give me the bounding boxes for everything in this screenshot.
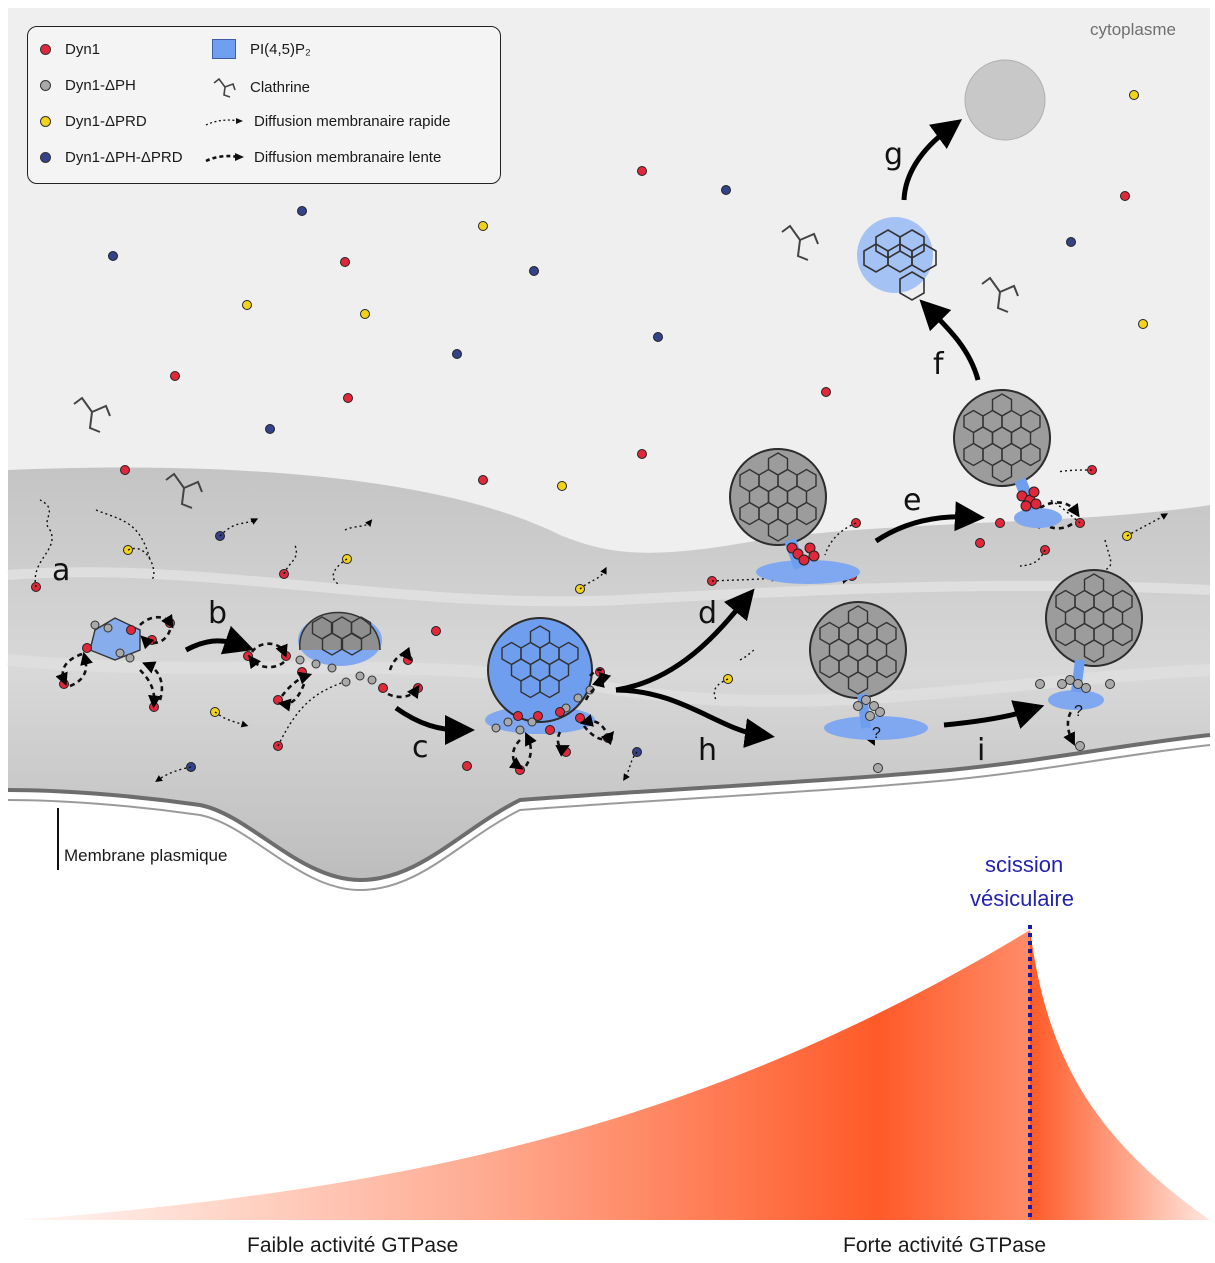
question-mark-i: ? (1074, 703, 1083, 720)
dyn1-dprd-marker (40, 116, 51, 127)
clathrin-icon (213, 77, 236, 98)
dyn1-marker (40, 44, 51, 55)
membrane-label: Membrane plasmique (64, 846, 228, 865)
step-label-b: b (208, 596, 228, 631)
fast-diffusion-icon (205, 117, 243, 126)
fast-diffusion-paths (34, 469, 1169, 783)
legend-label-dyn1-dph: Dyn1-ΔPH (65, 77, 136, 94)
scission-label-line1: scission (985, 852, 1064, 877)
gtpase-activity-rise (20, 930, 1030, 1220)
legend-item-slow-diffusion: Diffusion membranaire lente (204, 149, 441, 166)
step-g-uncoated-vesicle (964, 59, 1046, 141)
dyn1-dph-marker (40, 80, 51, 91)
pip2-swatch (212, 39, 236, 59)
step-e-scission-ready (954, 390, 1062, 528)
step-label-e: e (903, 483, 922, 518)
step-label-d: d (698, 596, 718, 631)
step-f-coated-vesicle (857, 217, 937, 301)
cytoplasm-label: cytoplasme (1090, 20, 1176, 39)
step-label-g: g (884, 137, 904, 172)
step-b-pit (243, 611, 423, 705)
step-h-stalled-pit: ? (810, 602, 928, 773)
step-i-stalled-pit: ? (1035, 570, 1143, 751)
legend-item-pip2: PI(4,5)P₂ (212, 39, 311, 59)
step-label-i: i (977, 733, 986, 768)
step-c-pit (485, 617, 613, 775)
dyn1-dph-dprd-marker (40, 152, 51, 163)
legend-label-slow-diffusion: Diffusion membranaire lente (254, 149, 442, 166)
legend-label-dyn1: Dyn1 (65, 41, 101, 58)
legend-item-dyn1-dph-dprd: Dyn1-ΔPH-ΔPRD (40, 149, 183, 166)
step-label-f: f (933, 347, 944, 382)
step-arrows (184, 119, 1045, 749)
step-label-a: a (52, 553, 71, 588)
question-mark-h: ? (872, 725, 881, 742)
legend-item-fast-diffusion: Diffusion membranaire rapide (204, 113, 451, 130)
legend-label-dyn1-dph-dprd: Dyn1-ΔPH-ΔPRD (65, 149, 183, 166)
step-label-h: h (698, 733, 718, 768)
legend-label-pip2: PI(4,5)P₂ (250, 40, 311, 58)
legend-item-dyn1: Dyn1 (40, 41, 100, 58)
membrane-edge (7, 733, 1211, 883)
step-d-constricted-pit (730, 449, 860, 584)
scission-label-line2: vésiculaire (970, 886, 1074, 911)
legend-item-dyn1-dprd: Dyn1-ΔPRD (40, 113, 147, 130)
slow-diffusion-paths (55, 501, 1080, 770)
legend-label-dyn1-dprd: Dyn1-ΔPRD (65, 113, 147, 130)
legend: Dyn1 Dyn1-ΔPH Dyn1-ΔPRD Dyn1-ΔPH-ΔPRD PI… (27, 26, 501, 184)
high-gtpase-label: Forte activité GTPase (843, 1234, 1047, 1257)
legend-label-fast-diffusion: Diffusion membranaire rapide (254, 113, 451, 130)
legend-label-clathrin: Clathrine (250, 78, 311, 96)
step-label-c: c (412, 730, 429, 765)
legend-item-dyn1-dph: Dyn1-ΔPH (40, 77, 136, 94)
legend-item-clathrin: Clathrine (208, 75, 310, 99)
slow-diffusion-icon (205, 152, 244, 162)
low-gtpase-label: Faible activité GTPase (247, 1234, 459, 1257)
gtpase-activity-drop (1030, 930, 1210, 1220)
